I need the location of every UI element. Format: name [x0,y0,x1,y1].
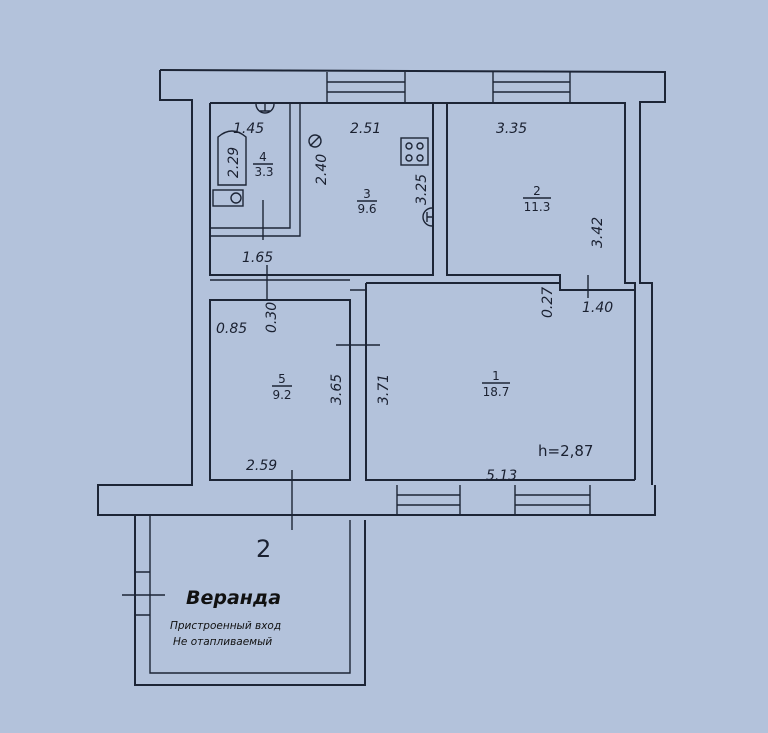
dim-room2-height: 3.42 [590,217,606,248]
room-2-area: 11.3 [524,200,551,214]
dim-wall-030: 0.30 [264,302,280,333]
room-3-area: 9.6 [357,202,376,216]
room-4-number: 4 [259,150,267,164]
veranda-subtitle-2: Не отапливаемый [173,636,272,648]
dim-niche-140: 1.40 [582,300,613,316]
dim-kitchen-width: 2.51 [350,121,381,137]
bathtub-icon [217,130,247,186]
dim-room1-height: 3.71 [376,374,392,405]
walls [97,69,666,530]
dim-room1-width: 5.13 [486,468,517,484]
room-5-area: 9.2 [272,388,291,402]
dim-kitchen-right: 3.25 [414,174,430,205]
dim-room5-height: 3.65 [329,374,345,405]
dim-bath-tub: 2.29 [226,147,242,178]
dim-bath-width: 1.45 [233,121,264,137]
veranda-number: 2 [256,535,271,563]
sink-icon [255,103,275,114]
room-3-number: 3 [363,187,371,201]
veranda-walls [122,515,366,686]
room-1-number: 1 [492,369,500,383]
veranda-subtitle-1: Пристроенный вход [170,620,281,632]
room-4-area: 3.3 [254,165,273,179]
dim-corridor: 1.65 [242,250,273,266]
toilet-icon [212,189,244,207]
dim-room5-top: 0.85 [216,321,247,337]
radiator-icon [422,207,433,227]
stove-icon [400,137,429,166]
ceiling-height: h=2,87 [538,442,593,460]
veranda-title: Веранда [186,587,281,609]
dim-room5-width: 2.59 [246,458,277,474]
fixtures [212,103,433,227]
room-1-area: 18.7 [483,385,510,399]
gas-meter-icon [308,134,322,148]
dim-room2-width: 3.35 [496,121,527,137]
dim-niche-027: 0.27 [540,287,556,318]
dim-kitchen-left: 2.40 [314,154,330,185]
room-2-number: 2 [533,184,541,198]
room-5-number: 5 [278,372,286,386]
